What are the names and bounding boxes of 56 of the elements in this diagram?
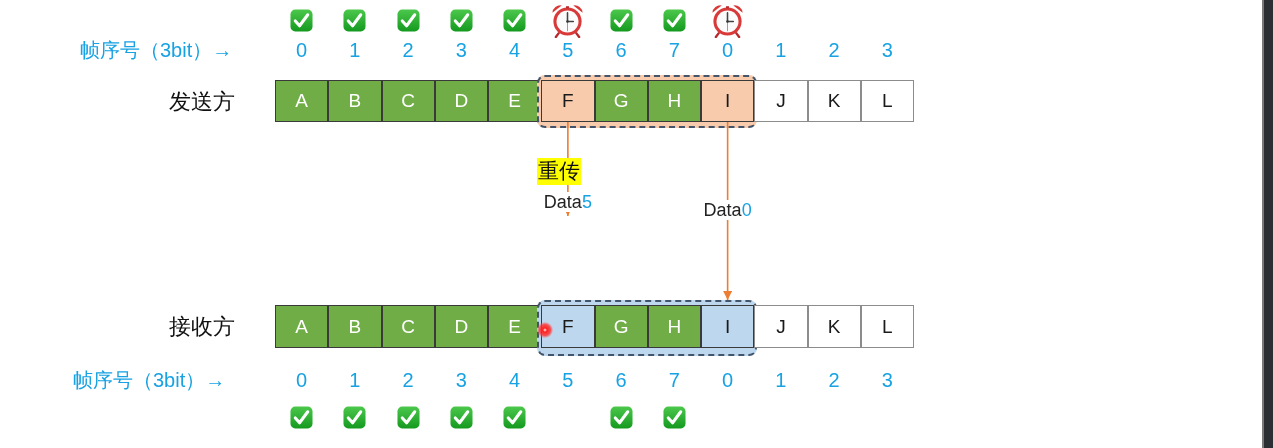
sequence-number: 2 (827, 368, 841, 392)
frame-box: B (328, 305, 382, 348)
frame-box: I (701, 80, 755, 122)
frame-box: L (860, 80, 914, 122)
sequence-number: 3 (454, 368, 468, 392)
axis-caption: 帧序号（3bit）→ (73, 368, 226, 392)
frame-box: F (541, 305, 595, 348)
sequence-number: 7 (667, 368, 681, 392)
sequence-number: 3 (880, 368, 894, 392)
frame-box: H (647, 305, 701, 348)
frame-box: J (754, 80, 808, 122)
sequence-number: 0 (721, 368, 735, 392)
edge-label: Data5 (542, 192, 593, 212)
sequence-number: 2 (827, 38, 841, 62)
sequence-number: 4 (508, 368, 522, 392)
sequence-number: 1 (348, 368, 362, 392)
sequence-number: 2 (401, 38, 415, 62)
frame-box: B (328, 80, 382, 122)
sequence-number: 1 (774, 38, 788, 62)
frame-box: D (434, 80, 488, 122)
row-title: 接收方 (169, 313, 235, 341)
row-title: 发送方 (169, 88, 235, 116)
sequence-number: 0 (295, 368, 309, 392)
axis-caption: 帧序号（3bit）→ (80, 38, 233, 62)
frame-box: K (807, 305, 861, 348)
frame-box: L (860, 305, 914, 348)
edge-label: Data0 (702, 200, 753, 220)
arrow (723, 121, 733, 301)
frame-box: A (275, 305, 329, 348)
sequence-number: 5 (561, 368, 575, 392)
sequence-number: 0 (721, 38, 735, 62)
sequence-number: 0 (295, 38, 309, 62)
frame-box: I (701, 305, 755, 348)
sequence-number: 1 (348, 38, 362, 62)
frame-box: K (807, 80, 861, 122)
sequence-number: 5 (561, 38, 575, 62)
sequence-number: 3 (880, 38, 894, 62)
frame-box: G (594, 80, 648, 122)
frame-box: J (754, 305, 808, 348)
sequence-number: 3 (454, 38, 468, 62)
frame-box: G (594, 305, 648, 348)
frame-box: A (275, 80, 329, 122)
sequence-number: 7 (667, 38, 681, 62)
frame-box: C (381, 305, 435, 348)
sequence-number: 1 (774, 368, 788, 392)
highlighted-note: 重传 (537, 158, 581, 185)
frame-box: F (541, 80, 595, 122)
sequence-number: 4 (508, 38, 522, 62)
sliding-window (537, 75, 757, 128)
sliding-window (537, 300, 757, 356)
sequence-number: 6 (614, 38, 628, 62)
frame-box: D (434, 305, 488, 348)
sequence-number: 6 (614, 368, 628, 392)
sequence-number: 2 (401, 368, 415, 392)
frame-box: C (381, 80, 435, 122)
frame-box: H (647, 80, 701, 122)
